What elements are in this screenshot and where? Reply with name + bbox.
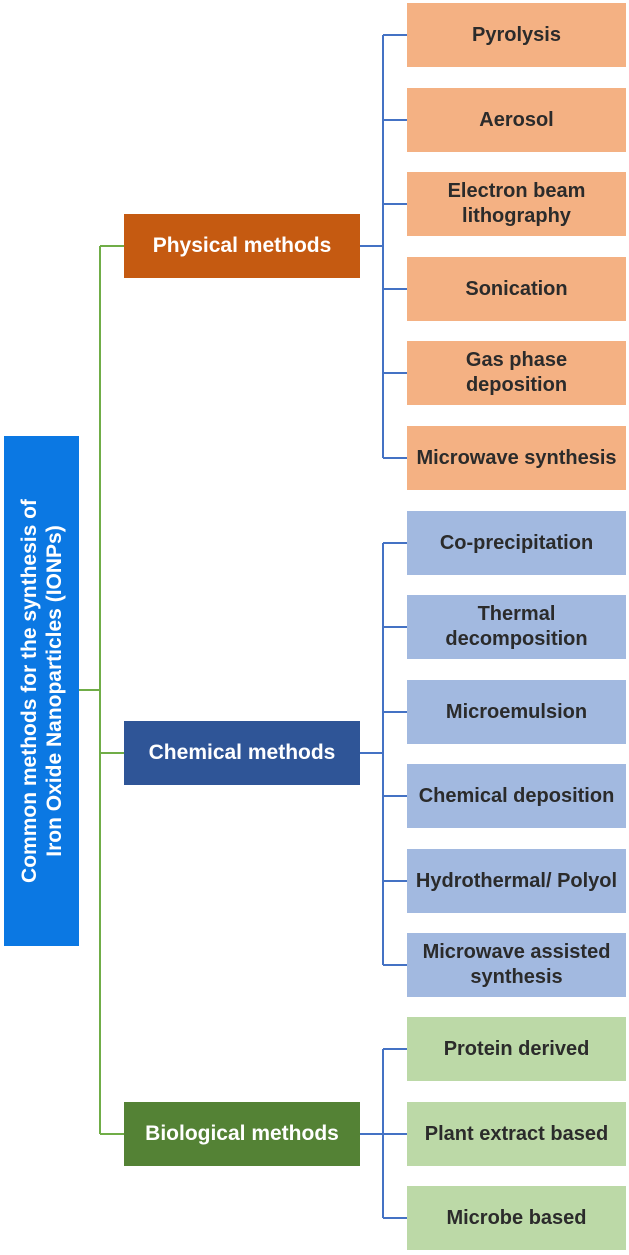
method-thermal-decomposition: Thermal decomposition: [407, 595, 626, 659]
method-plant-extract-based: Plant extract based: [407, 1102, 626, 1166]
method-protein-derived: Protein derived: [407, 1017, 626, 1081]
root-title-line1: Common methods for the synthesis of: [17, 499, 41, 883]
chemical-connectors: [360, 542, 407, 966]
physical-connectors: [360, 34, 407, 459]
method-microwave-synthesis: Microwave synthesis: [407, 426, 626, 490]
root-title-line2: Iron Oxide Nanoparticles (IONPs): [42, 525, 66, 857]
method-microwave-assisted-synthesis: Microwave assisted synthesis: [407, 933, 626, 997]
method-microemulsion: Microemulsion: [407, 680, 626, 744]
method-aerosol: Aerosol: [407, 88, 626, 152]
method-electron-beam-lithography: Electron beam lithography: [407, 172, 626, 236]
method-sonication: Sonication: [407, 257, 626, 321]
method-gas-phase-deposition: Gas phase deposition: [407, 341, 626, 405]
method-pyrolysis: Pyrolysis: [407, 3, 626, 67]
category-chemical-methods: Chemical methods: [124, 721, 360, 785]
root-title: Common methods for the synthesis of Iron…: [17, 499, 67, 883]
root-node: Common methods for the synthesis of Iron…: [4, 436, 79, 946]
method-hydrothermal-polyol: Hydrothermal/ Polyol: [407, 849, 626, 913]
category-physical-methods: Physical methods: [124, 214, 360, 278]
category-biological-methods: Biological methods: [124, 1102, 360, 1166]
root-connectors: [79, 245, 124, 1135]
method-chemical-deposition: Chemical deposition: [407, 764, 626, 828]
method-microbe-based: Microbe based: [407, 1186, 626, 1250]
method-co-precipitation: Co-precipitation: [407, 511, 626, 575]
biological-connectors: [360, 1048, 407, 1219]
